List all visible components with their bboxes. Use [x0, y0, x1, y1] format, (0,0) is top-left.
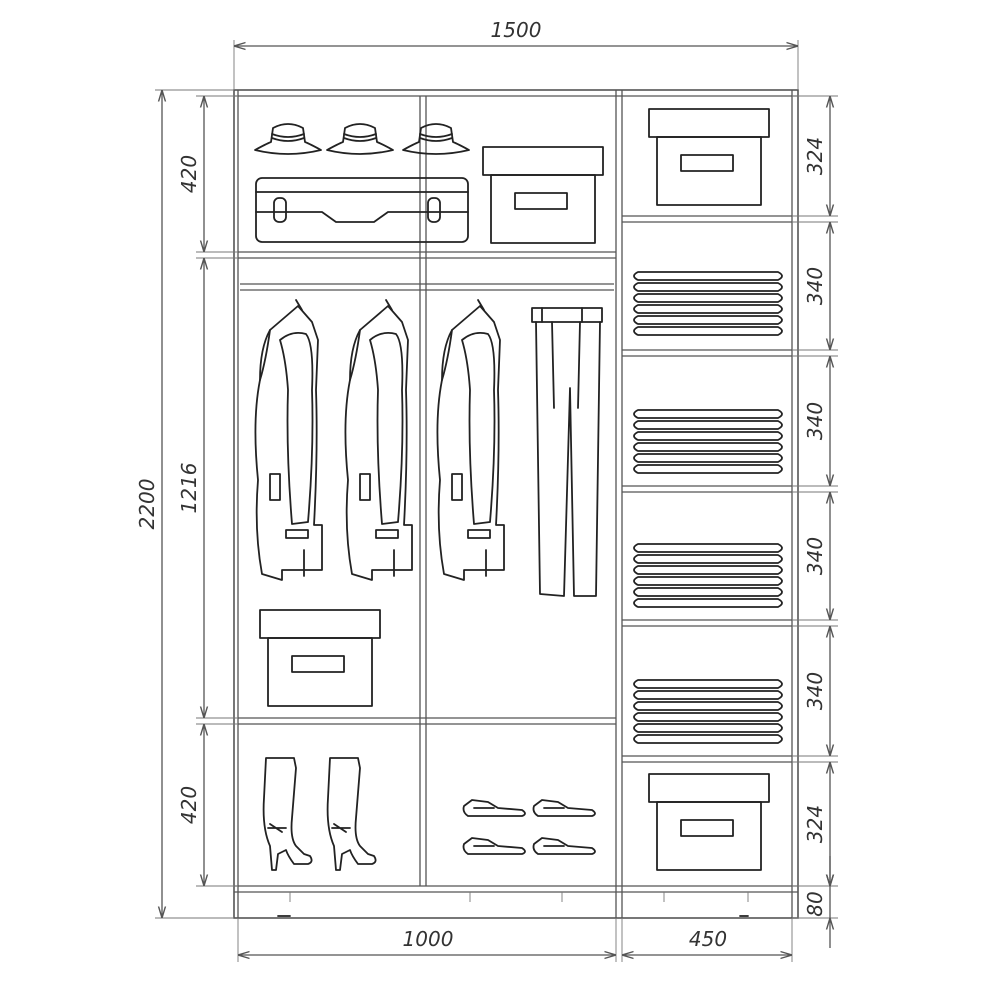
hat-3-icon — [402, 123, 470, 155]
trousers-icon — [531, 307, 603, 597]
wardrobe-frame — [233, 89, 799, 919]
jacket-1-icon — [254, 299, 323, 581]
boot-1-icon — [262, 757, 313, 871]
suitcase-icon — [255, 177, 469, 243]
left-top-height-label: 420 — [177, 155, 201, 193]
contents — [254, 108, 783, 871]
right-shelf-1-label: 324 — [803, 137, 827, 175]
total-width-label: 1500 — [491, 18, 542, 42]
jacket-3-icon — [436, 299, 505, 581]
bottom-right-width-label: 450 — [689, 927, 727, 951]
storage-box-bottom-right-icon — [648, 773, 770, 871]
right-shelf-3-label: 340 — [803, 402, 827, 440]
shoe-3-icon — [462, 837, 526, 855]
storage-box-top-right-icon — [648, 108, 770, 206]
boot-2-icon — [326, 757, 377, 871]
shoe-4-icon — [532, 837, 596, 855]
left-bottom-height-label: 420 — [177, 786, 201, 824]
right-shelf-4-label: 340 — [803, 537, 827, 575]
right-shelf-2-label: 340 — [803, 267, 827, 305]
total-height-label: 2200 — [135, 479, 159, 530]
bottom-left-width-label: 1000 — [403, 927, 454, 951]
shoe-1-icon — [462, 799, 526, 817]
folded-clothes-3-icon — [633, 543, 783, 608]
right-shelf-5-label: 340 — [803, 672, 827, 710]
storage-box-left-icon — [259, 609, 381, 707]
shoe-2-icon — [532, 799, 596, 817]
plinth-height-label: 80 — [803, 891, 827, 916]
storage-box-top-left-icon — [482, 146, 604, 244]
left-middle-height-label: 1216 — [177, 463, 201, 514]
jacket-2-icon — [344, 299, 413, 581]
folded-clothes-1-icon — [633, 271, 783, 336]
right-shelf-6-label: 324 — [803, 805, 827, 843]
hat-1-icon — [254, 123, 322, 155]
hat-2-icon — [326, 123, 394, 155]
folded-clothes-4-icon — [633, 679, 783, 744]
dimension-lines — [155, 40, 838, 962]
folded-clothes-2-icon — [633, 409, 783, 474]
